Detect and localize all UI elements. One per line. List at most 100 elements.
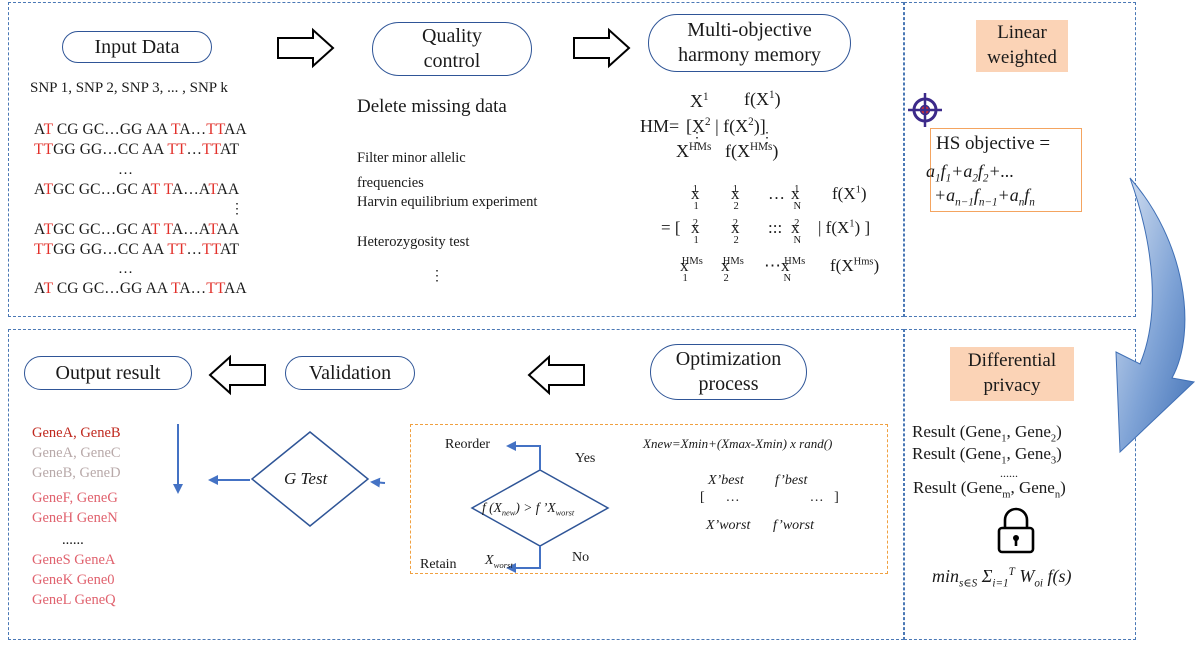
- outline-arrow-right-icon: [277, 27, 335, 69]
- f-worst: f’worst: [773, 518, 814, 533]
- quality-control-line2: control: [423, 50, 481, 72]
- no-label: No: [572, 550, 590, 565]
- sequence-row: ATGC GC…GC AT TA…ATAA: [34, 181, 239, 199]
- highlighted-base: TT: [202, 241, 220, 258]
- outline-arrow-right-icon: [573, 27, 631, 69]
- highlighted-base: T: [208, 221, 217, 238]
- sequence-fragment: A: [34, 181, 44, 198]
- g-test-label: G Test: [284, 469, 328, 488]
- sequence-fragment: GG GG…CC AA: [53, 241, 168, 258]
- harmony-memory-node: Multi-objective harmony memory: [648, 14, 851, 72]
- bottom-panel: [8, 329, 904, 640]
- linear-weighted-note: Linear weighted: [976, 20, 1068, 72]
- sequence-fragment: AT: [219, 141, 240, 158]
- optimization-line2: process: [698, 373, 759, 395]
- highlighted-base: T: [171, 280, 180, 297]
- x-best: X’best: [708, 473, 744, 488]
- highlighted-base: TT: [202, 141, 220, 158]
- highlighted-base: T: [150, 221, 160, 238]
- sequence-fragment: CG GC…GG AA: [52, 280, 172, 297]
- sequence-row: TTGG GG…CC AA TT…TTAT: [34, 241, 239, 259]
- filter-text-2: frequencies: [357, 175, 424, 191]
- g-test-diamond: [250, 431, 370, 527]
- differential-line1: Differential: [967, 350, 1057, 372]
- highlighted-base: T: [150, 181, 160, 198]
- hs-objective-label: HS objective =: [936, 133, 1051, 154]
- vertical-ellipsis: ⋮: [430, 269, 444, 284]
- hm-label: HM=: [640, 116, 680, 136]
- sequence-fragment: …: [186, 241, 203, 258]
- curved-arrow-icon: [1115, 177, 1196, 454]
- sequence-row: TTGG GG…CC AA TT…TTAT: [34, 141, 239, 159]
- heterozygosity-text: Heterozygosity test: [357, 234, 470, 250]
- sequence-fragment: …: [186, 141, 203, 158]
- sequence-row: AT CG GC…GG AA TA…TTAA: [34, 121, 247, 139]
- delete-missing-text: Delete missing data: [357, 96, 507, 117]
- input-data-label: Input Data: [94, 35, 180, 58]
- highlighted-base: TT: [167, 141, 187, 158]
- highlighted-base: T: [43, 121, 53, 138]
- ellipsis: …: [118, 261, 133, 277]
- x-worst: X’worst: [706, 518, 751, 533]
- highlighted-base: TT: [206, 280, 225, 297]
- hs-formula-line1: a1f1+a2f2+...: [926, 161, 1015, 185]
- output-result-label: Output result: [55, 361, 161, 384]
- hm-title-line2: harmony memory: [678, 44, 821, 66]
- sequence-fragment: CG GC…GG AA: [52, 121, 172, 138]
- hm-title-line1: Multi-objective: [687, 19, 812, 41]
- gene-pair-item: GeneS GeneA: [32, 552, 116, 568]
- highlighted-base: T: [43, 280, 53, 297]
- optimization-line1: Optimization: [675, 348, 782, 370]
- sequence-fragment: A: [34, 221, 44, 238]
- sequence-fragment: AT: [219, 241, 240, 258]
- gene-pair-item: GeneA, GeneB: [32, 425, 121, 441]
- sequence-fragment: GG GG…CC AA: [53, 141, 168, 158]
- target-icon: [908, 93, 942, 127]
- validation-node: Validation: [285, 356, 415, 390]
- highlighted-base: TT: [34, 241, 54, 258]
- x-worst-symbol: Xworst: [485, 553, 513, 570]
- ellipsis: …: [118, 162, 133, 178]
- decision-condition: f (Xnew) > f ’Xworst: [482, 500, 575, 518]
- sequence-fragment: AA: [224, 280, 247, 297]
- min-formula: mins∈S Σi=1T Woi f(s): [932, 566, 1072, 590]
- gene-pair-item: GeneK Gene0: [32, 572, 115, 588]
- highlighted-base: TT: [34, 141, 54, 158]
- sequence-row: ATGC GC…GC AT TA…ATAA: [34, 221, 239, 239]
- yes-label: Yes: [575, 451, 596, 466]
- highlighted-base: T: [163, 181, 172, 198]
- result-gene-1-3: Result (Gene1, Gene3): [912, 444, 1062, 467]
- f-best: f’best: [775, 473, 808, 488]
- top-panel: [8, 2, 904, 317]
- result-gene-1-2: Result (Gene1, Gene2): [912, 422, 1062, 445]
- highlighted-base: T: [43, 181, 54, 198]
- highlighted-base: T: [171, 121, 180, 138]
- lock-icon: [997, 507, 1035, 554]
- gene-pair-item: GeneA, GeneC: [32, 445, 121, 461]
- quality-control-line1: Quality: [422, 25, 482, 47]
- gene-pair-item: GeneH GeneN: [32, 510, 118, 526]
- highlighted-base: TT: [206, 121, 225, 138]
- sequence-fragment: A…A: [171, 221, 209, 238]
- result-ellipsis: ......: [1000, 466, 1018, 480]
- sequence-fragment: AA: [224, 121, 247, 138]
- snp-list: SNP 1, SNP 2, SNP 3, ... , SNP k: [30, 80, 228, 96]
- gene-pair-item: GeneF, GeneG: [32, 490, 118, 506]
- flowchart-box: [410, 424, 888, 574]
- bottom-right-panel: [904, 329, 1136, 640]
- outline-arrow-left-icon: [208, 354, 266, 396]
- differential-privacy-note: Differential privacy: [950, 347, 1074, 401]
- input-data-node: Input Data: [62, 31, 212, 63]
- harvin-text: Harvin equilibrium experiment: [357, 194, 538, 210]
- xnew-formula: Xnew=Xmin+(Xmax-Xmin) x rand(): [643, 436, 833, 451]
- sequence-fragment: A: [34, 280, 44, 297]
- reorder-label: Reorder: [445, 437, 491, 452]
- retain-label: Retain: [420, 557, 457, 572]
- sequence-fragment: GC GC…GC A: [53, 181, 151, 198]
- gene-pair-item: ......: [62, 532, 84, 548]
- output-result-node: Output result: [24, 356, 192, 390]
- sequence-row: AT CG GC…GG AA TA…TTAA: [34, 280, 247, 298]
- sequence-fragment: A: [34, 121, 44, 138]
- top-right-panel: [904, 2, 1136, 317]
- sequence-fragment: A…: [179, 280, 207, 297]
